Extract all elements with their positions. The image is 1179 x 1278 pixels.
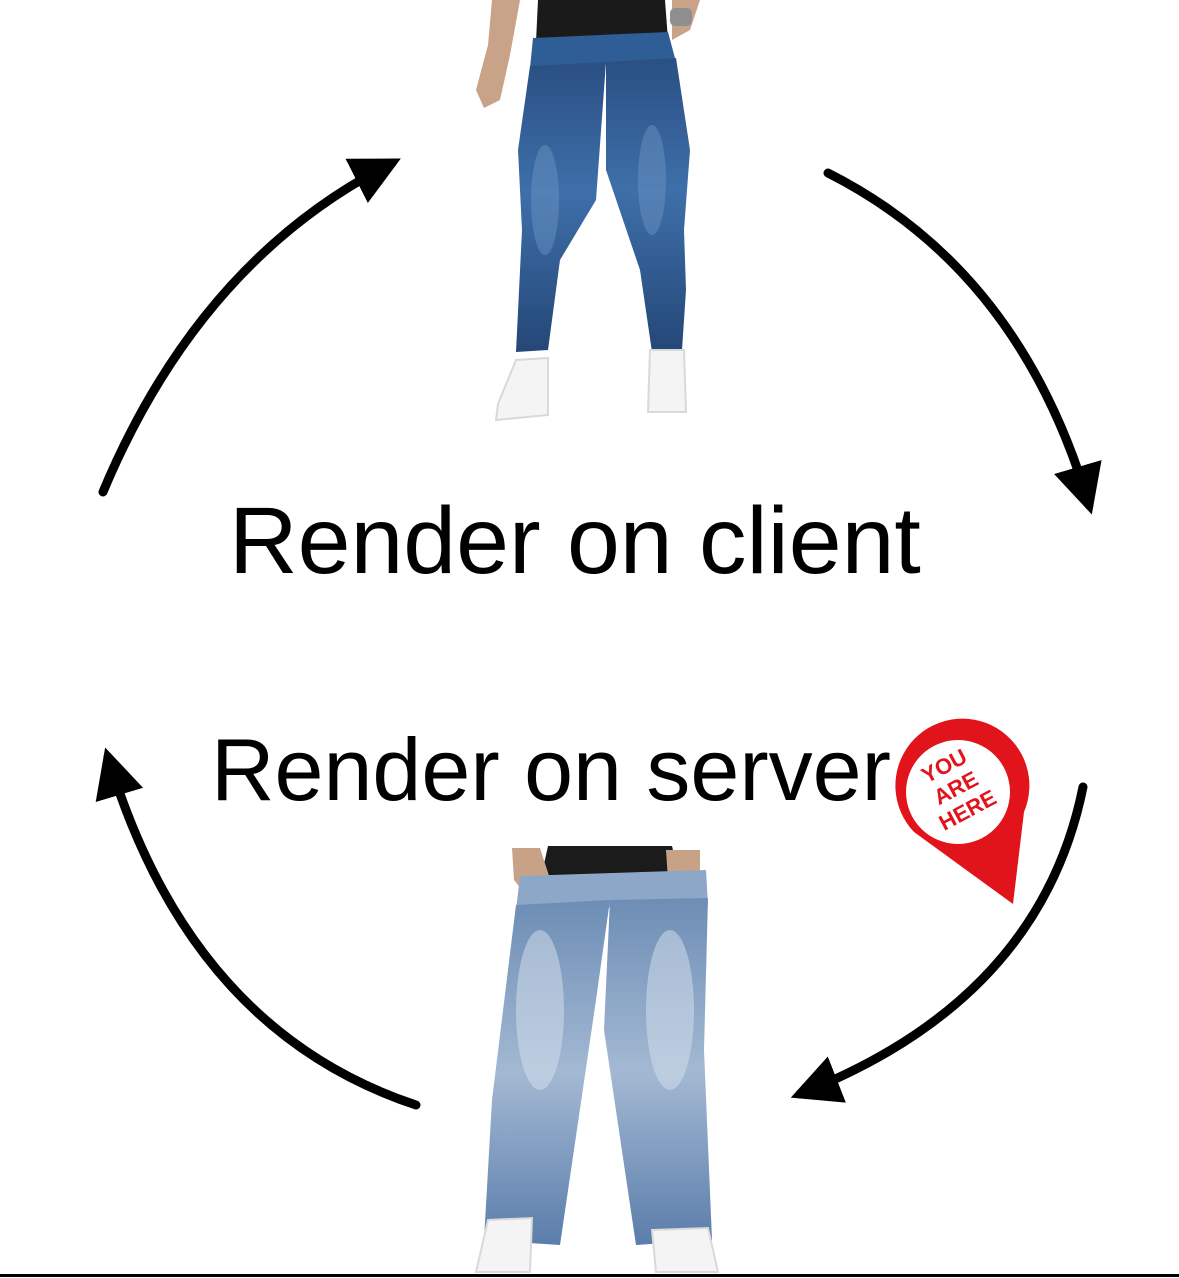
arrow-bottom-right-icon (790, 782, 1088, 1103)
arrow-bottom-left-icon (95, 747, 421, 1110)
arrow-top-right-icon (823, 168, 1102, 515)
arrow-top-left-icon (98, 158, 401, 497)
caption-render-on-client: Render on client (229, 488, 921, 594)
caption-render-on-server: Render on server (211, 720, 891, 819)
bottom-border (0, 1274, 1179, 1277)
